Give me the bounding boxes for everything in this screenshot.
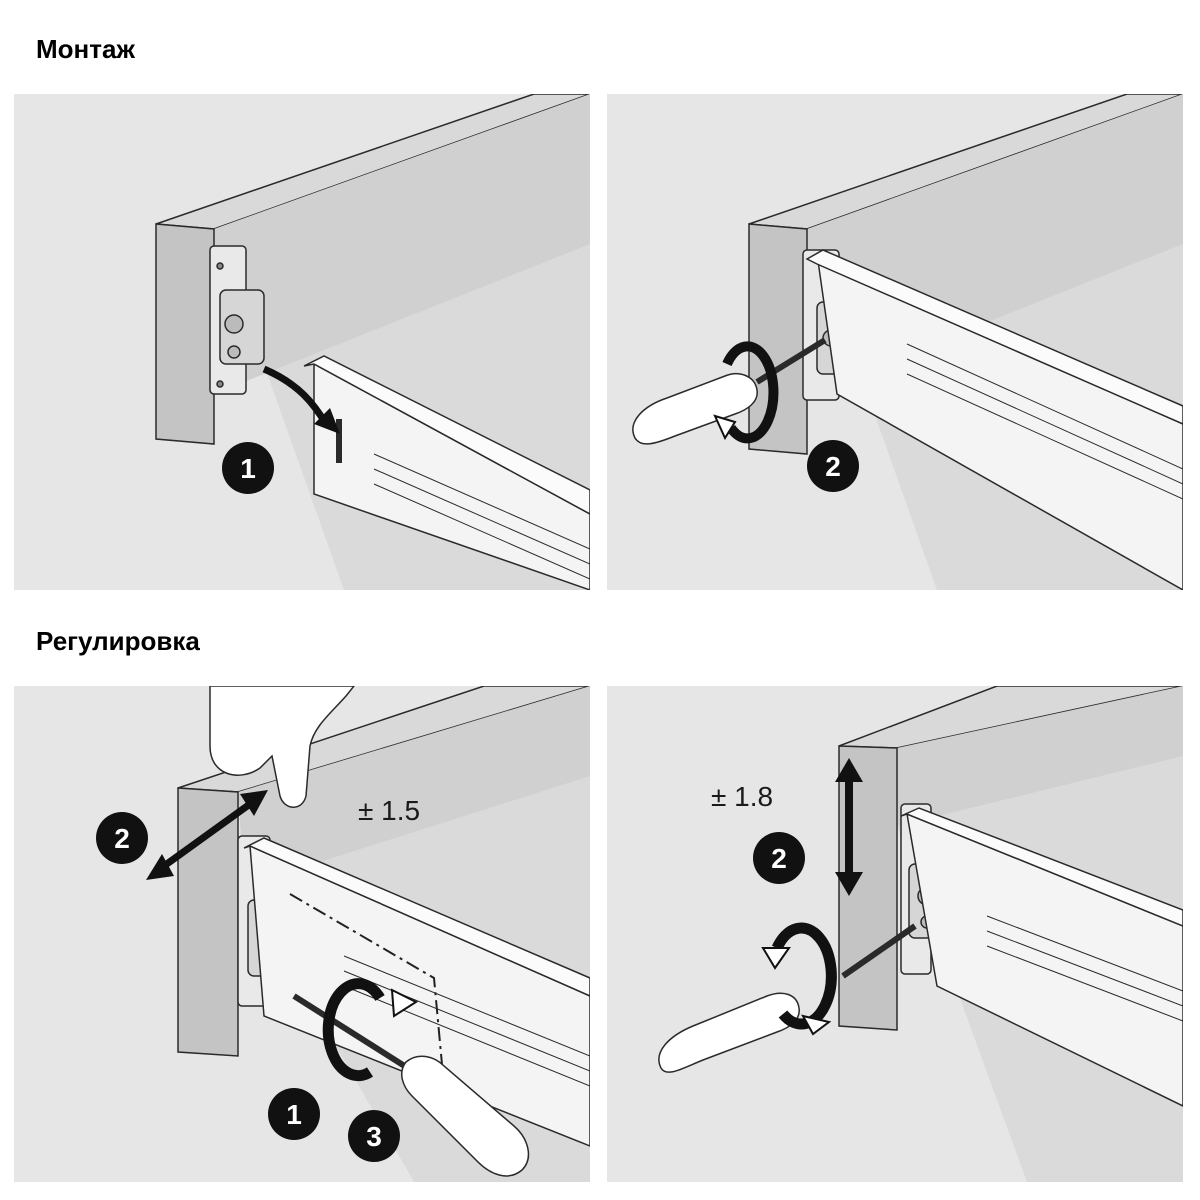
rotation-arrow xyxy=(322,978,385,1082)
mount-step-1-illustration: 1 xyxy=(14,94,590,590)
step-badge: 2 xyxy=(753,832,805,884)
step-number: 2 xyxy=(114,823,130,854)
step-badge: 1 xyxy=(222,442,274,494)
finger-pressing-hand xyxy=(209,686,355,808)
front-panel-edge xyxy=(748,223,808,455)
rotation-arrow-head-top xyxy=(761,947,791,970)
step-badge: 2 xyxy=(807,440,859,492)
hidden-bracket-outline xyxy=(289,893,445,1087)
rotation-arrow-head xyxy=(713,414,737,441)
tolerance-label: ± 1.8 xyxy=(711,781,773,812)
step-number: 2 xyxy=(771,843,787,874)
lateral-arrow xyxy=(161,801,253,869)
step-number: 3 xyxy=(366,1121,382,1152)
step-badge-tighten: 3 xyxy=(348,1110,400,1162)
front-panel-inner-face xyxy=(214,94,590,394)
insert-arrow-head xyxy=(314,408,340,434)
drawer-side-top-rail xyxy=(805,249,1183,425)
front-panel-inner-face xyxy=(897,686,1183,826)
drawer-side-grooves xyxy=(986,915,1183,1022)
mount-step-1-panel: 1 xyxy=(14,94,590,590)
adjust-lateral-panel: ± 1.5 2 1 3 xyxy=(14,686,590,1182)
rotation-arrow xyxy=(771,922,837,1030)
rotation-arrow-head xyxy=(390,988,419,1018)
step-number: 1 xyxy=(240,453,256,484)
drawer-side-top-rail xyxy=(303,355,590,515)
drawer-side-top-rail xyxy=(243,837,590,997)
mount-step-2-illustration: 2 xyxy=(607,94,1183,590)
adjust-lateral-illustration: ± 1.5 2 1 3 xyxy=(14,686,590,1182)
section-title-mount: Монтаж xyxy=(36,34,135,64)
lateral-arrow-head-right xyxy=(240,790,268,816)
screwdriver xyxy=(292,993,530,1177)
rotation-arrow-head-bottom xyxy=(801,1014,832,1036)
adjust-height-illustration: ± 1.8 2 xyxy=(607,686,1183,1182)
tolerance-label: ± 1.5 xyxy=(358,795,420,826)
drawer-slot xyxy=(336,419,342,463)
step-badge-lateral: 2 xyxy=(96,812,148,864)
adjust-height-panel: ± 1.8 2 xyxy=(607,686,1183,1182)
height-arrow-head-down xyxy=(835,872,863,896)
height-arrow-head-up xyxy=(835,758,863,782)
drawer-side-grooves xyxy=(906,343,1183,500)
drawer-side-grooves xyxy=(343,955,590,1087)
front-fixing-bracket xyxy=(209,245,265,395)
front-panel-inner-face xyxy=(238,686,590,886)
step-number: 1 xyxy=(286,1099,302,1130)
drawer-side-grooves xyxy=(373,453,590,580)
rotation-arrow xyxy=(722,341,779,444)
front-panel-edge xyxy=(177,787,239,1057)
drawer-side-top-rail xyxy=(900,807,1183,927)
front-panel-edge xyxy=(838,745,898,1031)
mount-step-2-panel: 2 xyxy=(607,94,1183,590)
front-panel-edge xyxy=(155,223,215,445)
step-badge-loosen: 1 xyxy=(268,1088,320,1140)
step-number: 2 xyxy=(825,451,841,482)
section-title-adjust: Регулировка xyxy=(36,626,200,656)
lateral-arrow-head-left xyxy=(146,854,174,880)
screwdriver xyxy=(658,923,917,1073)
